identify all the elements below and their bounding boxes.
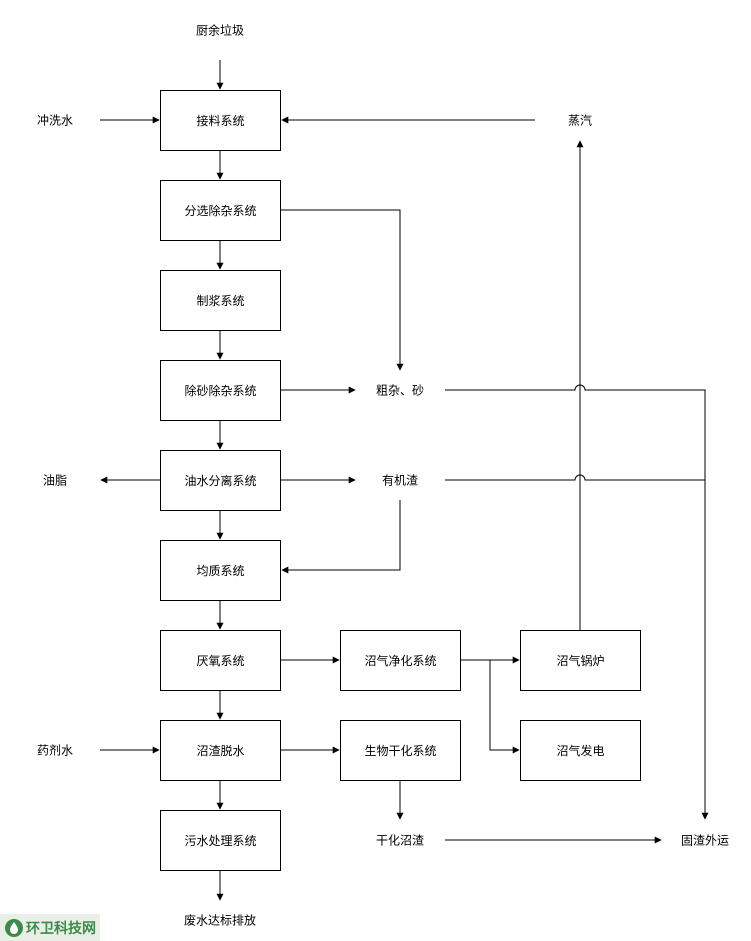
anaerobic-system-box: 厌氧系统 xyxy=(160,630,281,691)
watermark-logo: 环卫科技网 xyxy=(0,914,100,941)
wastewater-system-label: 污水处理系统 xyxy=(184,834,257,848)
receiving-system-box: 接料系统 xyxy=(160,90,281,151)
sorting-system-box: 分选除杂系统 xyxy=(160,180,281,241)
homogenize-system-box: 均质系统 xyxy=(160,540,281,601)
homogenize-system-label: 均质系统 xyxy=(196,564,245,578)
line-organic-to-solid-out xyxy=(445,474,705,481)
dewatering-box: 沼渣脱水 xyxy=(160,720,281,781)
anaerobic-system-label: 厌氧系统 xyxy=(196,654,245,668)
biogas-purify-label: 沼气净化系统 xyxy=(364,654,437,668)
arrow-organic-to-homogenize xyxy=(281,500,401,574)
arrow-grit-to-solid-out xyxy=(445,384,709,820)
dewatering-label: 沼渣脱水 xyxy=(196,744,245,758)
bio-drying-label: 生物干化系统 xyxy=(364,744,437,758)
steam-label: 蒸汽 xyxy=(567,113,593,128)
biogas-boiler-box: 沼气锅炉 xyxy=(520,630,641,691)
grit-label: 粗杂、砂 xyxy=(375,383,425,398)
discharge-label: 废水达标排放 xyxy=(183,913,257,928)
pulping-system-box: 制浆系统 xyxy=(160,270,281,331)
chemical-water-label: 药剂水 xyxy=(36,743,74,758)
receiving-system-label: 接料系统 xyxy=(196,114,245,128)
arrow-purify-to-power xyxy=(489,660,520,754)
biogas-purify-box: 沼气净化系统 xyxy=(340,630,461,691)
bio-drying-box: 生物干化系统 xyxy=(340,720,461,781)
oil-water-system-box: 油水分离系统 xyxy=(160,450,281,511)
oil-water-system-label: 油水分离系统 xyxy=(184,474,257,488)
desanding-system-label: 除砂除杂系统 xyxy=(184,384,257,398)
kitchen-waste-label: 厨余垃圾 xyxy=(195,23,245,38)
biogas-power-box: 沼气发电 xyxy=(520,720,641,781)
leaf-drop-icon xyxy=(5,918,23,937)
sorting-system-label: 分选除杂系统 xyxy=(184,204,257,218)
organic-residue-label: 有机渣 xyxy=(381,473,419,488)
arrow-sorting-to-grit xyxy=(280,209,404,371)
pulping-system-label: 制浆系统 xyxy=(196,294,245,308)
desanding-system-box: 除砂除杂系统 xyxy=(160,360,281,421)
dried-digestate-label: 干化沼渣 xyxy=(375,833,425,848)
biogas-power-label: 沼气发电 xyxy=(556,744,605,758)
flush-water-label: 冲洗水 xyxy=(36,113,74,128)
grease-label: 油脂 xyxy=(42,473,68,488)
biogas-boiler-label: 沼气锅炉 xyxy=(556,654,605,668)
solid-out-label: 固渣外运 xyxy=(680,833,730,848)
wastewater-system-box: 污水处理系统 xyxy=(160,810,281,871)
watermark-text: 环卫科技网 xyxy=(26,920,96,937)
